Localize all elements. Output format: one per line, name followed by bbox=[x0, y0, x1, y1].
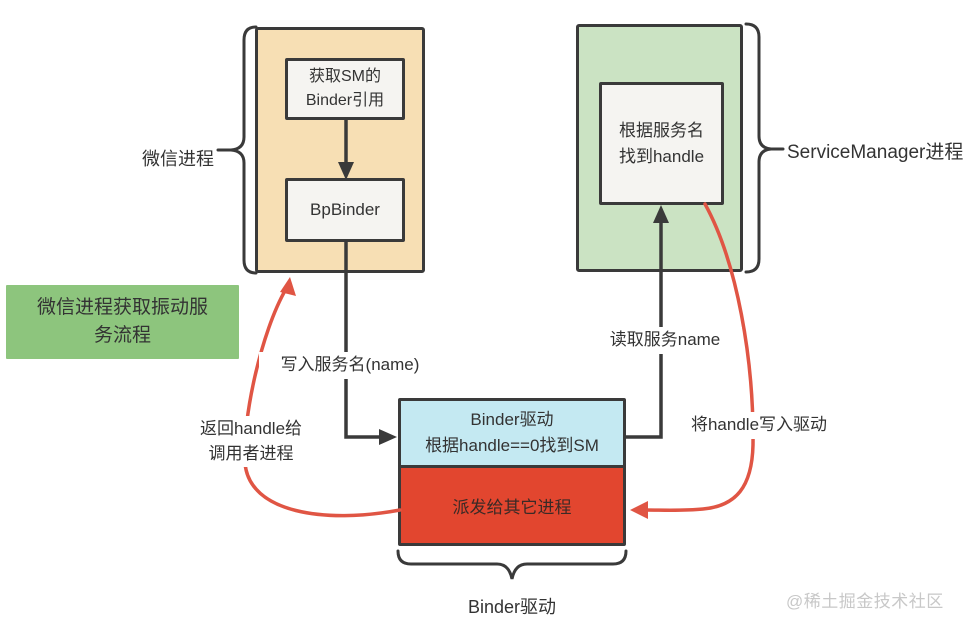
edge-label-write-handle: 将handle写入驱动 bbox=[676, 412, 842, 439]
arrow-return-handle bbox=[242, 287, 402, 518]
edge-label-read-name: 读取服务name bbox=[588, 327, 742, 354]
sm-brace bbox=[744, 22, 772, 274]
wechat-brace bbox=[230, 25, 258, 275]
step-find-handle-by-name: 根据服务名 找到handle bbox=[599, 82, 724, 205]
arrow-write-handle-head bbox=[630, 501, 648, 519]
binder-driver-top-section: Binder驱动 根据handle==0找到SM bbox=[401, 401, 623, 468]
binder-driver-label: Binder驱动 bbox=[467, 597, 557, 617]
wechat-process-label: 微信进程 bbox=[142, 149, 214, 169]
watermark: @稀土掘金技术社区 bbox=[786, 592, 944, 611]
binder-driver-dispatch-section: 派发给其它进程 bbox=[401, 468, 623, 543]
arrow-return-handle-head bbox=[280, 277, 296, 296]
servicemanager-process-label: ServiceManager进程 bbox=[787, 142, 964, 163]
flow-title-box: 微信进程获取振动服 务流程 bbox=[6, 285, 239, 359]
arrow-write-name-head bbox=[379, 429, 397, 445]
edge-label-write-name: 写入服务名(name) bbox=[259, 352, 441, 379]
step-get-sm-binder-ref: 获取SM的 Binder引用 bbox=[285, 58, 405, 120]
edge-label-return-handle: 返回handle给 调用者进程 bbox=[182, 416, 320, 468]
binder-driver-brace bbox=[396, 549, 628, 580]
binder-driver-box: Binder驱动 根据handle==0找到SM 派发给其它进程 bbox=[398, 398, 626, 546]
step-bpbinder: BpBinder bbox=[285, 178, 405, 242]
